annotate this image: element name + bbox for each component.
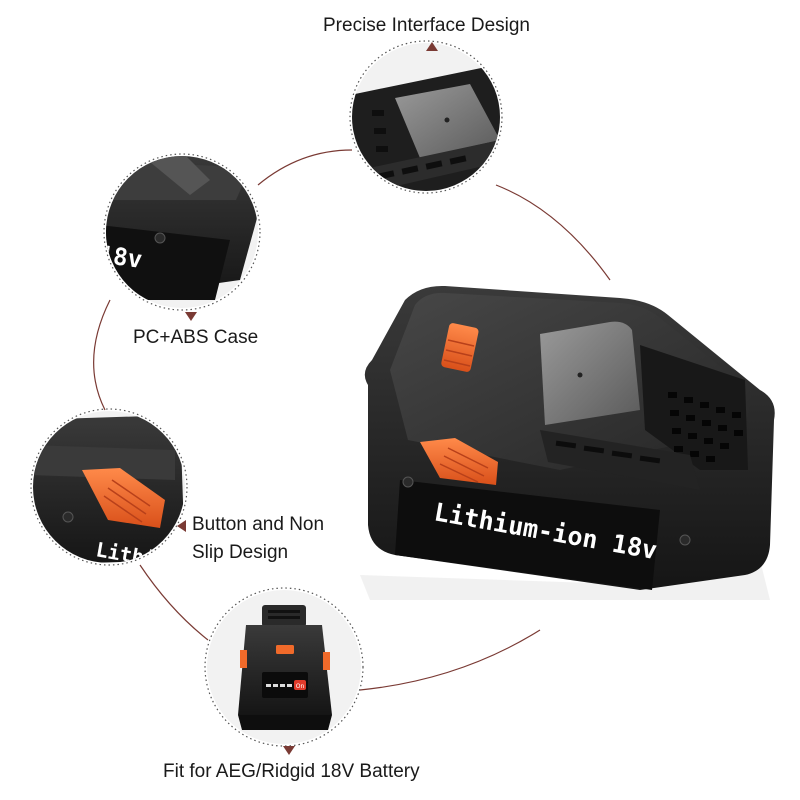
battery-main: Lithium-ion 18v bbox=[360, 285, 775, 600]
case-circle-border bbox=[103, 153, 261, 311]
connector-button-to-fit bbox=[139, 564, 209, 641]
top-orange-latch bbox=[441, 323, 479, 372]
case-detail-image: 18v bbox=[97, 156, 258, 308]
pointer-arrow-left-icon bbox=[177, 520, 186, 532]
indicator-button bbox=[294, 680, 306, 690]
connector-interface-to-case bbox=[257, 149, 353, 186]
detail-circle-borders bbox=[30, 40, 503, 747]
pointer-arrow-down-fit-icon bbox=[283, 746, 295, 755]
battery-terminal-block bbox=[640, 345, 748, 470]
pointer-arrow-up-icon bbox=[426, 42, 438, 51]
battery-plate bbox=[540, 321, 640, 425]
fit-circle-border bbox=[204, 587, 364, 747]
feature-label-fit: Fit for AEG/Ridgid 18V Battery bbox=[163, 761, 420, 782]
connector-lines bbox=[93, 149, 611, 691]
interface-detail-image bbox=[352, 43, 500, 191]
pointer-arrow-down-icon bbox=[185, 312, 197, 321]
indicator-button-text: On bbox=[296, 683, 305, 690]
case-detail-text: 18v bbox=[97, 240, 144, 274]
fit-detail-image: On bbox=[207, 590, 361, 744]
connector-interface-to-battery bbox=[495, 184, 611, 281]
battery-shadow bbox=[360, 560, 770, 600]
feature-label-button: Button and Non Slip Design bbox=[192, 511, 324, 566]
interface-circle-border bbox=[349, 40, 503, 194]
button-circle-border bbox=[30, 408, 188, 566]
button-detail-image: Lithi bbox=[33, 411, 185, 563]
connector-fit-to-battery bbox=[359, 629, 541, 691]
feature-label-button-line2: Slip Design bbox=[192, 541, 289, 563]
feature-label-interface: Precise Interface Design bbox=[323, 15, 530, 36]
connector-case-to-button bbox=[93, 299, 111, 411]
battery-vents bbox=[668, 392, 743, 462]
feature-label-button-line1: Button and Non bbox=[192, 514, 325, 535]
feature-label-case: PC+ABS Case bbox=[133, 327, 259, 348]
battery-label-panel bbox=[395, 480, 660, 590]
